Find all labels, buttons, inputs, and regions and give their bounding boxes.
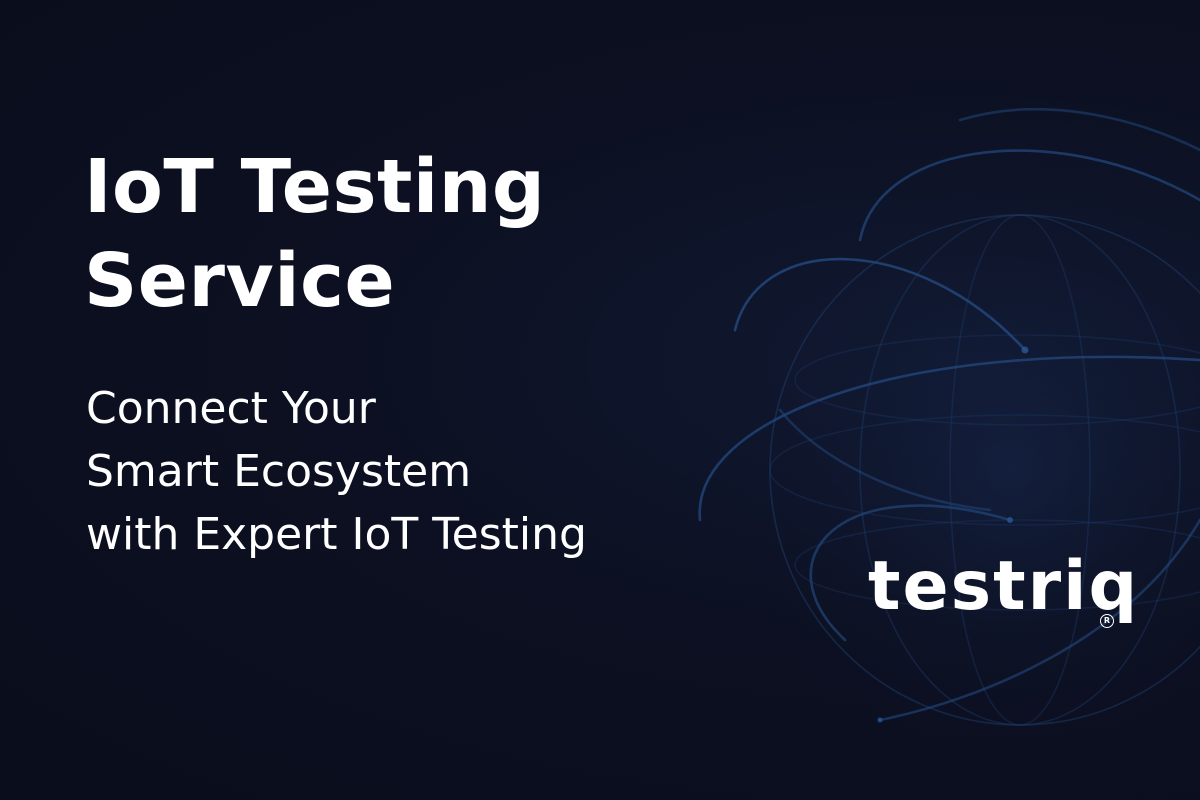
subtitle-line-2: Smart Ecosystem <box>86 446 472 497</box>
testriq-logo: testriq <box>868 547 1140 626</box>
page-title: IoT Testing Service <box>84 140 684 328</box>
title-line-2: Service <box>84 238 396 324</box>
title-line-1: IoT Testing <box>84 144 546 230</box>
subtitle-line-1: Connect Your <box>86 383 376 434</box>
subtitle-line-3: with Expert IoT Testing <box>86 509 587 560</box>
subtitle: Connect Your Smart Ecosystem with Expert… <box>86 377 726 566</box>
registered-trademark-icon: R <box>1100 614 1114 628</box>
